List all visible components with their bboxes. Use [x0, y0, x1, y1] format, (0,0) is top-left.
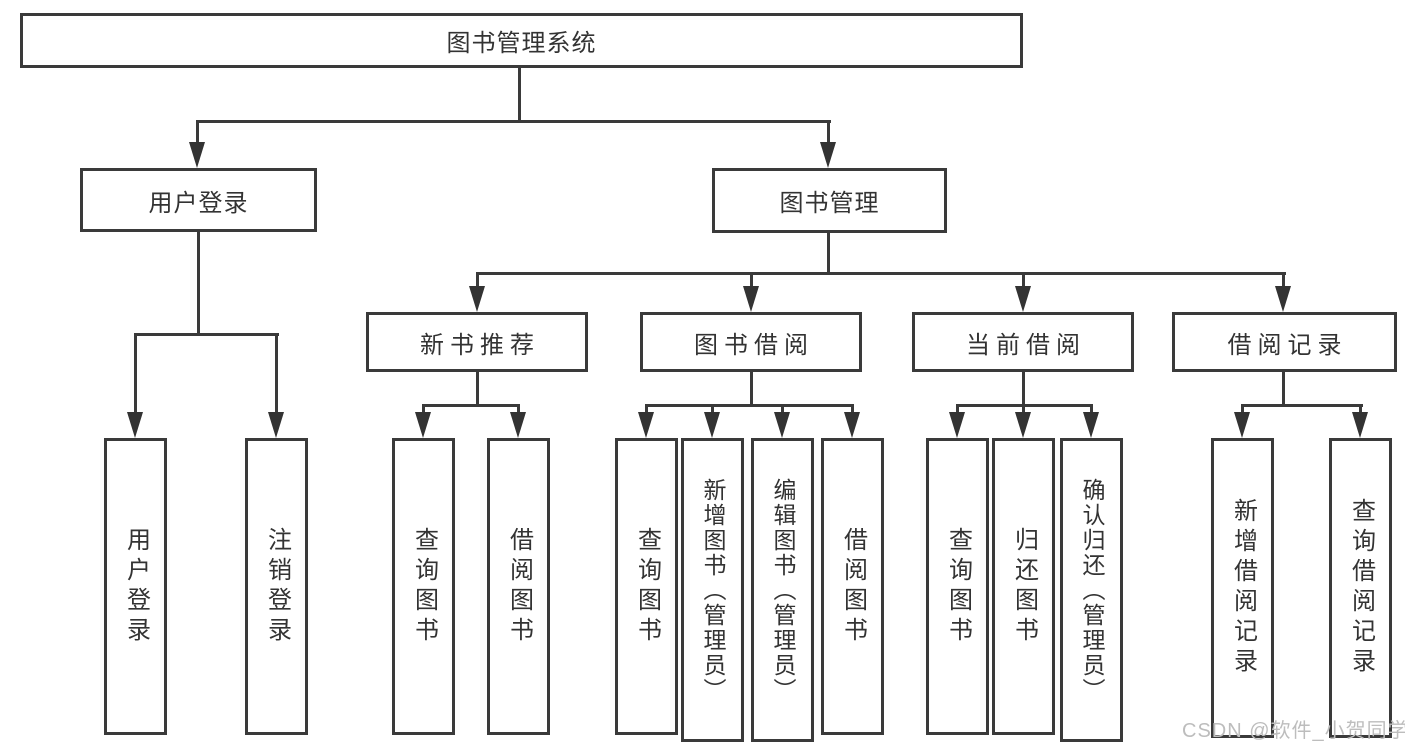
- connector-stem-leaf-11: [1090, 404, 1093, 416]
- leaf-return-books: 归还图书: [992, 438, 1055, 735]
- leaf-query-books-borrowing: 查询图书: [615, 438, 678, 735]
- connector-records-split-stem: [1282, 370, 1285, 407]
- connector-stem-leaf-3: [422, 404, 425, 416]
- connector-stem-leaf-logout: [275, 333, 278, 415]
- leaf-query-borrow-record-label: 查询借阅记录: [1347, 498, 1375, 678]
- connector-stem-leaf-8: [851, 404, 854, 416]
- leaf-add-borrow-record-label: 新增借阅记录: [1229, 498, 1257, 678]
- connector-borrowing-split: [645, 404, 854, 407]
- arrowhead-leaf-3: [415, 412, 431, 438]
- leaf-edit-book-admin: 编辑图书（管理员）: [751, 438, 814, 742]
- leaf-add-borrow-record: 新增借阅记录: [1211, 438, 1274, 738]
- leaf-query-books-current-label: 查询图书: [944, 526, 972, 647]
- connector-user-split-stem: [197, 230, 200, 335]
- leaf-query-books-current: 查询图书: [926, 438, 989, 735]
- node-root-label: 图书管理系统: [446, 30, 597, 57]
- connector-stem-leaf-6: [711, 404, 714, 416]
- leaf-logout-label: 注销登录: [263, 526, 291, 647]
- arrowhead-current-borrow: [1015, 286, 1031, 312]
- arrowhead-leaf-10: [1015, 412, 1031, 438]
- arrowhead-book-borrow: [743, 286, 759, 312]
- connector-stem-user-login: [196, 120, 199, 146]
- node-new-book-recommend-label: 新书推荐: [420, 331, 540, 359]
- leaf-edit-book-admin-label: 编辑图书（管理员）: [770, 477, 796, 703]
- connector-stem-leaf-9: [956, 404, 959, 416]
- arrowhead-borrow-record: [1275, 286, 1291, 312]
- node-user-login-label: 用户登录: [148, 189, 249, 217]
- connector-user-split: [134, 333, 279, 336]
- connector-book-split-stem: [827, 231, 830, 274]
- connector-borrowing-split-stem: [750, 370, 753, 407]
- connector-stem-leaf-4: [517, 404, 520, 416]
- node-book-borrowing: 图书借阅: [640, 312, 862, 372]
- leaf-query-books-recommend: 查询图书: [392, 438, 455, 735]
- node-user-login: 用户登录: [80, 168, 317, 232]
- connector-book-split: [476, 272, 1286, 275]
- leaf-query-borrow-record: 查询借阅记录: [1329, 438, 1392, 738]
- connector-records-split: [1241, 404, 1363, 407]
- leaf-user-login-label: 用户登录: [122, 526, 150, 647]
- leaf-borrow-books-borrowing: 借阅图书: [821, 438, 884, 735]
- connector-stem-leaf-login: [134, 333, 137, 415]
- connector-stem-book-mgmt: [827, 120, 830, 146]
- arrowhead-leaf-4: [510, 412, 526, 438]
- node-current-borrowing: 当前借阅: [912, 312, 1134, 372]
- leaf-query-books-recommend-label: 查询图书: [410, 526, 438, 647]
- leaf-logout: 注销登录: [245, 438, 308, 735]
- arrowhead-leaf-5: [638, 412, 654, 438]
- leaf-confirm-return-admin: 确认归还（管理员）: [1060, 438, 1123, 742]
- node-book-mgmt: 图书管理: [712, 168, 947, 233]
- connector-newbook-split-stem: [476, 370, 479, 407]
- leaf-add-book-admin-label: 新增图书（管理员）: [700, 477, 726, 703]
- arrowhead-leaf-9: [949, 412, 965, 438]
- node-borrowing-records-label: 借阅记录: [1227, 331, 1348, 359]
- arrowhead-book-mgmt: [820, 142, 836, 168]
- node-borrowing-records: 借阅记录: [1172, 312, 1397, 372]
- arrowhead-leaf-login: [127, 412, 143, 438]
- leaf-borrow-books-borrowing-label: 借阅图书: [839, 526, 867, 647]
- leaf-return-books-label: 归还图书: [1010, 526, 1038, 647]
- connector-newbook-split: [422, 404, 520, 407]
- arrowhead-leaf-13: [1352, 412, 1368, 438]
- connector-stem-leaf-13: [1359, 404, 1362, 416]
- connector-stem-leaf-10: [1022, 404, 1025, 416]
- arrowhead-new-book: [469, 286, 485, 312]
- connector-stem-leaf-5: [645, 404, 648, 416]
- leaf-confirm-return-admin-label: 确认归还（管理员）: [1079, 477, 1105, 703]
- leaf-borrow-books-recommend: 借阅图书: [487, 438, 550, 735]
- arrowhead-leaf-logout: [268, 412, 284, 438]
- node-book-mgmt-label: 图书管理: [779, 190, 880, 217]
- connector-stem-current-borrow: [1022, 272, 1025, 290]
- arrowhead-user-login: [189, 142, 205, 168]
- node-new-book-recommend: 新书推荐: [366, 312, 588, 372]
- connector-current-split-stem: [1022, 370, 1025, 407]
- arrowhead-leaf-6: [704, 412, 720, 438]
- leaf-query-books-borrowing-label: 查询图书: [633, 526, 661, 647]
- leaf-add-book-admin: 新增图书（管理员）: [681, 438, 744, 742]
- connector-stem-leaf-7: [781, 404, 784, 416]
- node-current-borrowing-label: 当前借阅: [966, 331, 1086, 359]
- connector-stem-book-borrow: [750, 272, 753, 290]
- node-book-borrowing-label: 图书借阅: [694, 331, 814, 359]
- connector-root-stem: [518, 66, 521, 122]
- leaf-borrow-books-recommend-label: 借阅图书: [505, 526, 533, 647]
- connector-stem-leaf-12: [1241, 404, 1244, 416]
- arrowhead-leaf-7: [774, 412, 790, 438]
- arrowhead-leaf-12: [1234, 412, 1250, 438]
- arrowhead-leaf-8: [844, 412, 860, 438]
- connector-stem-borrow-record: [1282, 272, 1285, 290]
- node-root-library-system: 图书管理系统: [20, 13, 1023, 68]
- leaf-user-login: 用户登录: [104, 438, 167, 735]
- connector-stem-new-book: [476, 272, 479, 290]
- csdn-watermark: CSDN @软件_小贺同学: [1182, 720, 1405, 742]
- arrowhead-leaf-11: [1083, 412, 1099, 438]
- connector-root-split: [196, 120, 831, 123]
